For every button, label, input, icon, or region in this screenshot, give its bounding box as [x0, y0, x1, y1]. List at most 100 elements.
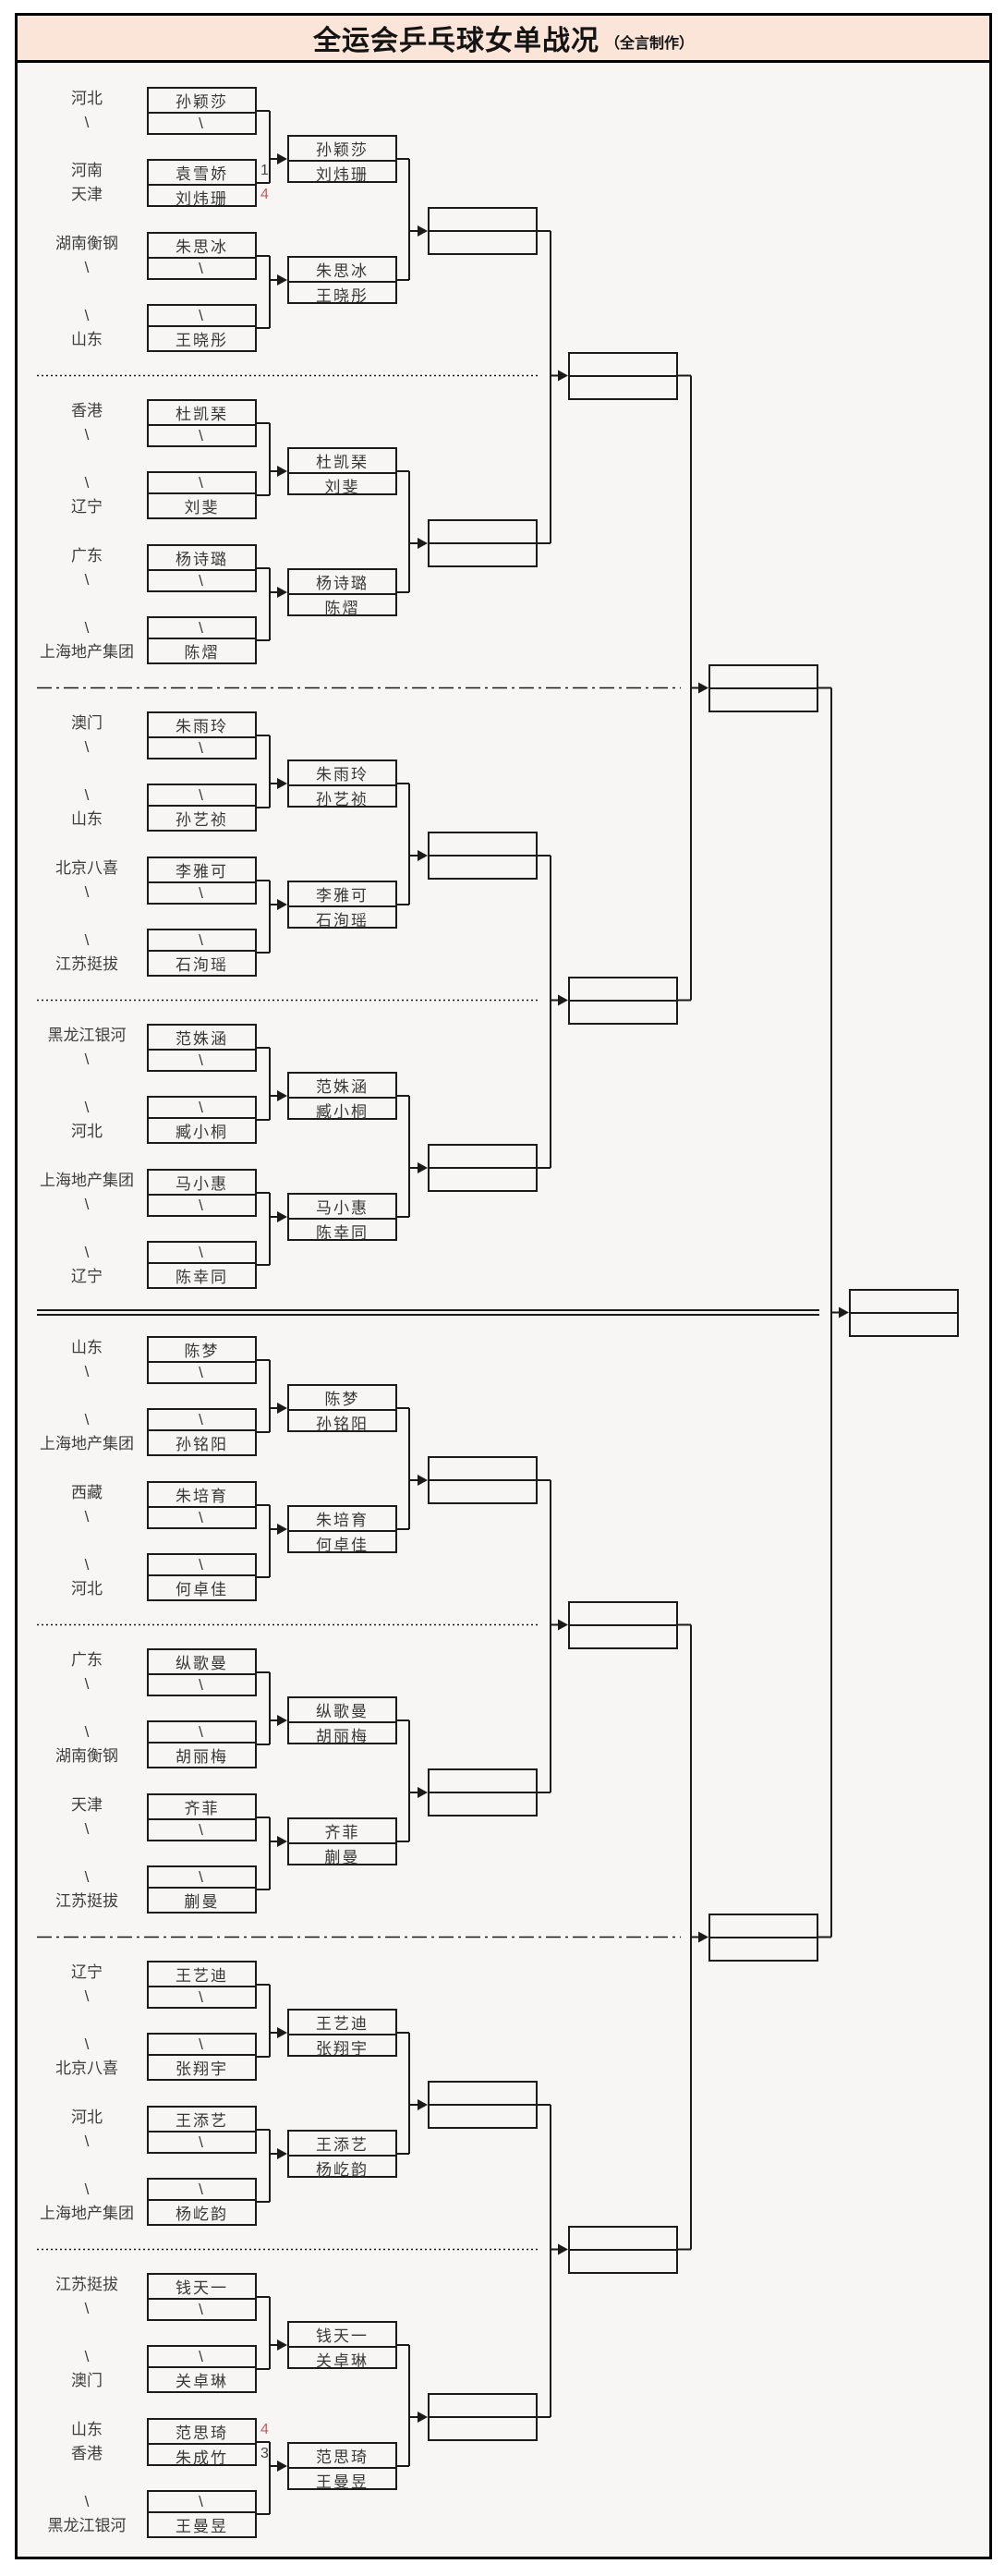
winner-box: 陈梦孙铭阳 — [287, 1384, 397, 1433]
player-box-top-cell: 孙颖莎 — [176, 93, 228, 111]
player-box: 朱培育\ — [147, 1481, 257, 1529]
player-box-top-cell: 朱雨玲 — [176, 718, 228, 735]
player-box-bottom-cell: \ — [149, 424, 255, 445]
player-box-bottom-cell: \ — [149, 2298, 255, 2319]
player-box: \陈幸同 — [147, 1241, 257, 1289]
player-box-top-cell: \ — [199, 2492, 205, 2510]
team-label: 河北 — [71, 1580, 103, 1598]
player-box: \陈熠 — [147, 616, 257, 664]
arrow-icon — [418, 2099, 428, 2110]
player-box-top-cell: \ — [199, 2035, 205, 2053]
team-label: 河南 — [71, 162, 103, 179]
team-label: 江苏挺拔 — [55, 1892, 118, 1910]
player-box-bottom-cell: \ — [149, 1361, 255, 1382]
round5-box-bottom-cell — [710, 1936, 817, 1960]
team-label: 澳门 — [71, 2372, 103, 2389]
player-box-bottom-cell: 蒯曼 — [149, 1887, 255, 1912]
player-box-top-cell: 钱天一 — [176, 2279, 228, 2297]
team-label: \ — [84, 786, 90, 804]
player-box-bottom-cell: \ — [149, 1986, 255, 2007]
winner-box: 范姝涵臧小桐 — [287, 1072, 397, 1122]
team-label: 湖南衡钢 — [55, 1747, 118, 1765]
player-box: 朱雨玲\ — [147, 711, 257, 759]
team-label: 江苏挺拔 — [55, 955, 118, 973]
team-label: 黑龙江银河 — [47, 2517, 127, 2534]
player-box-bottom-cell: 胡丽梅 — [149, 1742, 255, 1767]
round3-box-bottom-cell — [430, 855, 536, 878]
team-label: 辽宁 — [71, 1963, 103, 1981]
winner-box: 李雅可石洵瑶 — [287, 881, 397, 930]
round4-box-bottom-cell — [570, 374, 676, 398]
player-box: 马小惠\ — [147, 1169, 257, 1217]
player-box-top-cell: 范思琦 — [176, 2424, 228, 2442]
team-label: 广东 — [71, 1651, 103, 1669]
player-box-top-cell: \ — [199, 1410, 205, 1428]
divider-dashdot — [37, 687, 681, 1938]
round4-box — [568, 1600, 678, 1649]
round5-box-top-cell — [710, 1915, 817, 1937]
player-box-bottom-cell: 张翔宇 — [149, 2054, 255, 2079]
winner-box-bottom-cell: 孙艺祯 — [289, 784, 395, 809]
round3-box-bottom-cell — [430, 2416, 536, 2439]
team-label: 黑龙江银河 — [47, 1027, 127, 1044]
player-box-top-cell: 马小惠 — [176, 1175, 228, 1193]
winner-box-top-cell: 范姝涵 — [316, 1078, 369, 1096]
team-label: \ — [84, 1556, 90, 1574]
player-box: \关卓琳 — [147, 2345, 257, 2393]
player-box-top-cell: \ — [199, 1243, 205, 1261]
team-label: 河北 — [71, 90, 103, 107]
winner-box-top-cell: 齐菲 — [324, 1824, 360, 1841]
team-label: 香港 — [71, 2445, 103, 2462]
winner-box: 朱思冰王晓彤 — [287, 256, 397, 305]
team-label: \ — [84, 931, 90, 949]
round3-box-bottom-cell — [430, 2104, 536, 2127]
team-label: \ — [84, 1508, 90, 1525]
winner-box: 马小惠陈幸同 — [287, 1193, 397, 1242]
winner-box-bottom-cell: 何卓佳 — [289, 1530, 395, 1555]
arrow-icon — [277, 778, 287, 789]
player-box-top-cell: \ — [199, 1098, 205, 1116]
team-label: 香港 — [71, 402, 103, 419]
player-box-top-cell: 齐菲 — [184, 1800, 220, 1817]
round3-box-bottom-cell — [430, 542, 536, 565]
arrow-icon — [698, 682, 708, 694]
player-box-bottom-cell: \ — [149, 1673, 255, 1695]
round4-box-top-cell — [570, 1603, 676, 1624]
team-label: \ — [84, 1675, 90, 1693]
team-label: 北京八喜 — [55, 2060, 118, 2077]
winner-box-bottom-cell: 臧小桐 — [289, 1097, 395, 1122]
player-box-bottom-cell: 王曼昱 — [149, 2511, 255, 2536]
arrow-icon — [418, 850, 428, 861]
player-box-bottom-cell: 孙艺祯 — [149, 805, 255, 830]
team-label: 澳门 — [71, 714, 103, 732]
round3-box — [428, 1768, 538, 1817]
player-box-bottom-cell: 刘斐 — [149, 492, 255, 517]
player-box: \杨屹韵 — [147, 2178, 257, 2226]
player-box: 李雅可\ — [147, 857, 257, 905]
player-box-bottom-cell: 关卓琳 — [149, 2366, 255, 2391]
chart-subtitle: （全言制作） — [604, 36, 694, 52]
arrow-icon — [418, 538, 428, 549]
round3-box-top-cell — [430, 2395, 536, 2416]
player-box-top-cell: 李雅可 — [176, 863, 228, 881]
team-label: \ — [84, 1820, 90, 1838]
player-box: \张翔宇 — [147, 2033, 257, 2081]
match-score: 3 — [260, 2446, 269, 2461]
player-box-top-cell: 朱培育 — [176, 1488, 228, 1505]
winner-box: 齐菲蒯曼 — [287, 1817, 397, 1866]
player-box-top-cell: \ — [199, 1555, 205, 1574]
winner-box: 孙颖莎刘炜珊 — [287, 135, 397, 184]
team-label: \ — [84, 1363, 90, 1380]
team-label: 北京八喜 — [55, 859, 118, 877]
final-box-bottom-cell — [851, 1311, 957, 1335]
player-box: \王晓彤 — [147, 304, 257, 352]
round4-box — [568, 351, 678, 400]
team-label: \ — [84, 1099, 90, 1116]
player-box: \王曼昱 — [147, 2490, 257, 2538]
player-box-bottom-cell: \ — [149, 1049, 255, 1070]
team-label: \ — [84, 1051, 90, 1068]
player-box-bottom-cell: \ — [149, 2131, 255, 2152]
player-box-top-cell: \ — [199, 2180, 205, 2198]
round5-box — [708, 1913, 818, 1962]
